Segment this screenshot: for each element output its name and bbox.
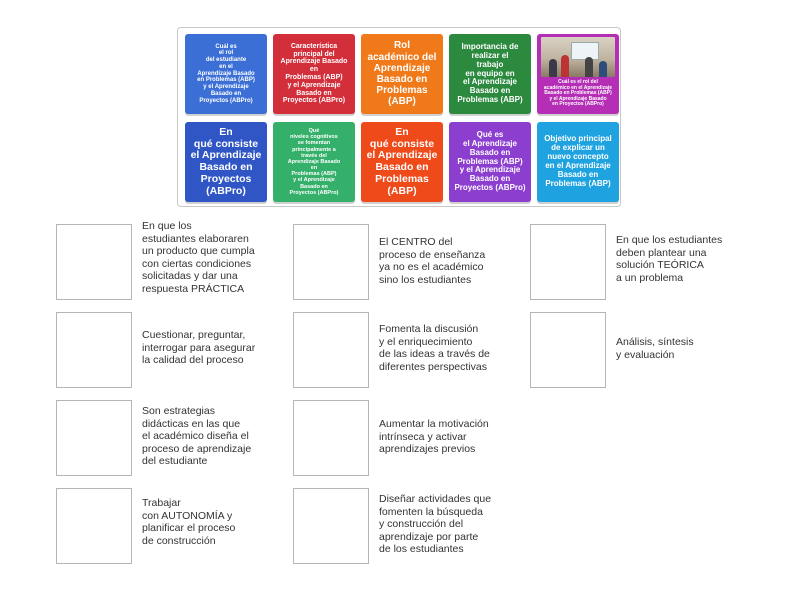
card-label: Qué niveles cognitivos se fomentan princ… <box>287 128 341 196</box>
card-label: Cuál es el rol del estudiante en el Apre… <box>197 43 255 104</box>
answer-card[interactable]: Qué es el Aprendizaje Basado en Problema… <box>449 122 531 202</box>
answer-card[interactable]: En qué consiste el Aprendizaje Basado en… <box>361 122 443 202</box>
card-label: Objetivo principal de explicar un nuevo … <box>544 134 612 188</box>
drop-slot[interactable] <box>293 312 369 388</box>
target-label: El CENTRO del proceso de enseñanza ya no… <box>379 236 486 286</box>
answer-card[interactable]: En qué consiste el Aprendizaje Basado en… <box>185 122 267 202</box>
card-label: Rol académico del Aprendizaje Basado en … <box>367 40 437 108</box>
drop-slot[interactable] <box>293 224 369 300</box>
drop-slot[interactable] <box>56 488 132 564</box>
target-label: Análisis, síntesis y evaluación <box>616 336 694 361</box>
target-label: Cuestionar, preguntar, interrogar para a… <box>142 329 256 367</box>
card-label: Cuál es el rol del académico en el Apren… <box>543 79 613 108</box>
drop-slot[interactable] <box>56 312 132 388</box>
target-label: En que los estudiantes elaboraren un pro… <box>142 220 255 295</box>
answer-card[interactable]: Qué niveles cognitivos se fomentan princ… <box>273 122 355 202</box>
drop-slot[interactable] <box>56 400 132 476</box>
target-label: Fomenta la discusión y el enriquecimient… <box>379 323 490 373</box>
card-label: Característica principal del Aprendizaje… <box>280 42 348 105</box>
answer-card[interactable]: Característica principal del Aprendizaje… <box>273 34 355 114</box>
card-label: En qué consiste el Aprendizaje Basado en… <box>366 125 438 197</box>
card-label: Importancia de realizar el trabajo en eq… <box>457 41 523 105</box>
target-label: En que los estudiantes deben plantear un… <box>616 234 723 284</box>
classroom-photo <box>541 37 615 77</box>
card-label: En qué consiste el Aprendizaje Basado en… <box>190 125 262 197</box>
drop-slot[interactable] <box>293 488 369 564</box>
drop-slot[interactable] <box>530 224 606 300</box>
drop-slot[interactable] <box>530 312 606 388</box>
drop-slot[interactable] <box>293 400 369 476</box>
answer-card[interactable]: Cuál es el rol del estudiante en el Apre… <box>185 34 267 114</box>
card-label: Qué es el Aprendizaje Basado en Problema… <box>454 129 526 193</box>
answer-card[interactable]: Rol académico del Aprendizaje Basado en … <box>361 34 443 114</box>
target-label: Son estrategias didácticas en las que el… <box>142 405 252 468</box>
drop-slot[interactable] <box>56 224 132 300</box>
answer-card-with-image[interactable]: Cuál es el rol del académico en el Apren… <box>537 34 619 114</box>
card-board: Cuál es el rol del estudiante en el Apre… <box>177 27 621 207</box>
answer-card[interactable]: Importancia de realizar el trabajo en eq… <box>449 34 531 114</box>
target-label: Aumentar la motivación intrínseca y acti… <box>379 418 489 456</box>
answer-card[interactable]: Objetivo principal de explicar un nuevo … <box>537 122 619 202</box>
target-label: Diseñar actividades que fomenten la búsq… <box>379 493 492 556</box>
target-label: Trabajar con AUTONOMÍA y planificar el p… <box>142 497 236 547</box>
